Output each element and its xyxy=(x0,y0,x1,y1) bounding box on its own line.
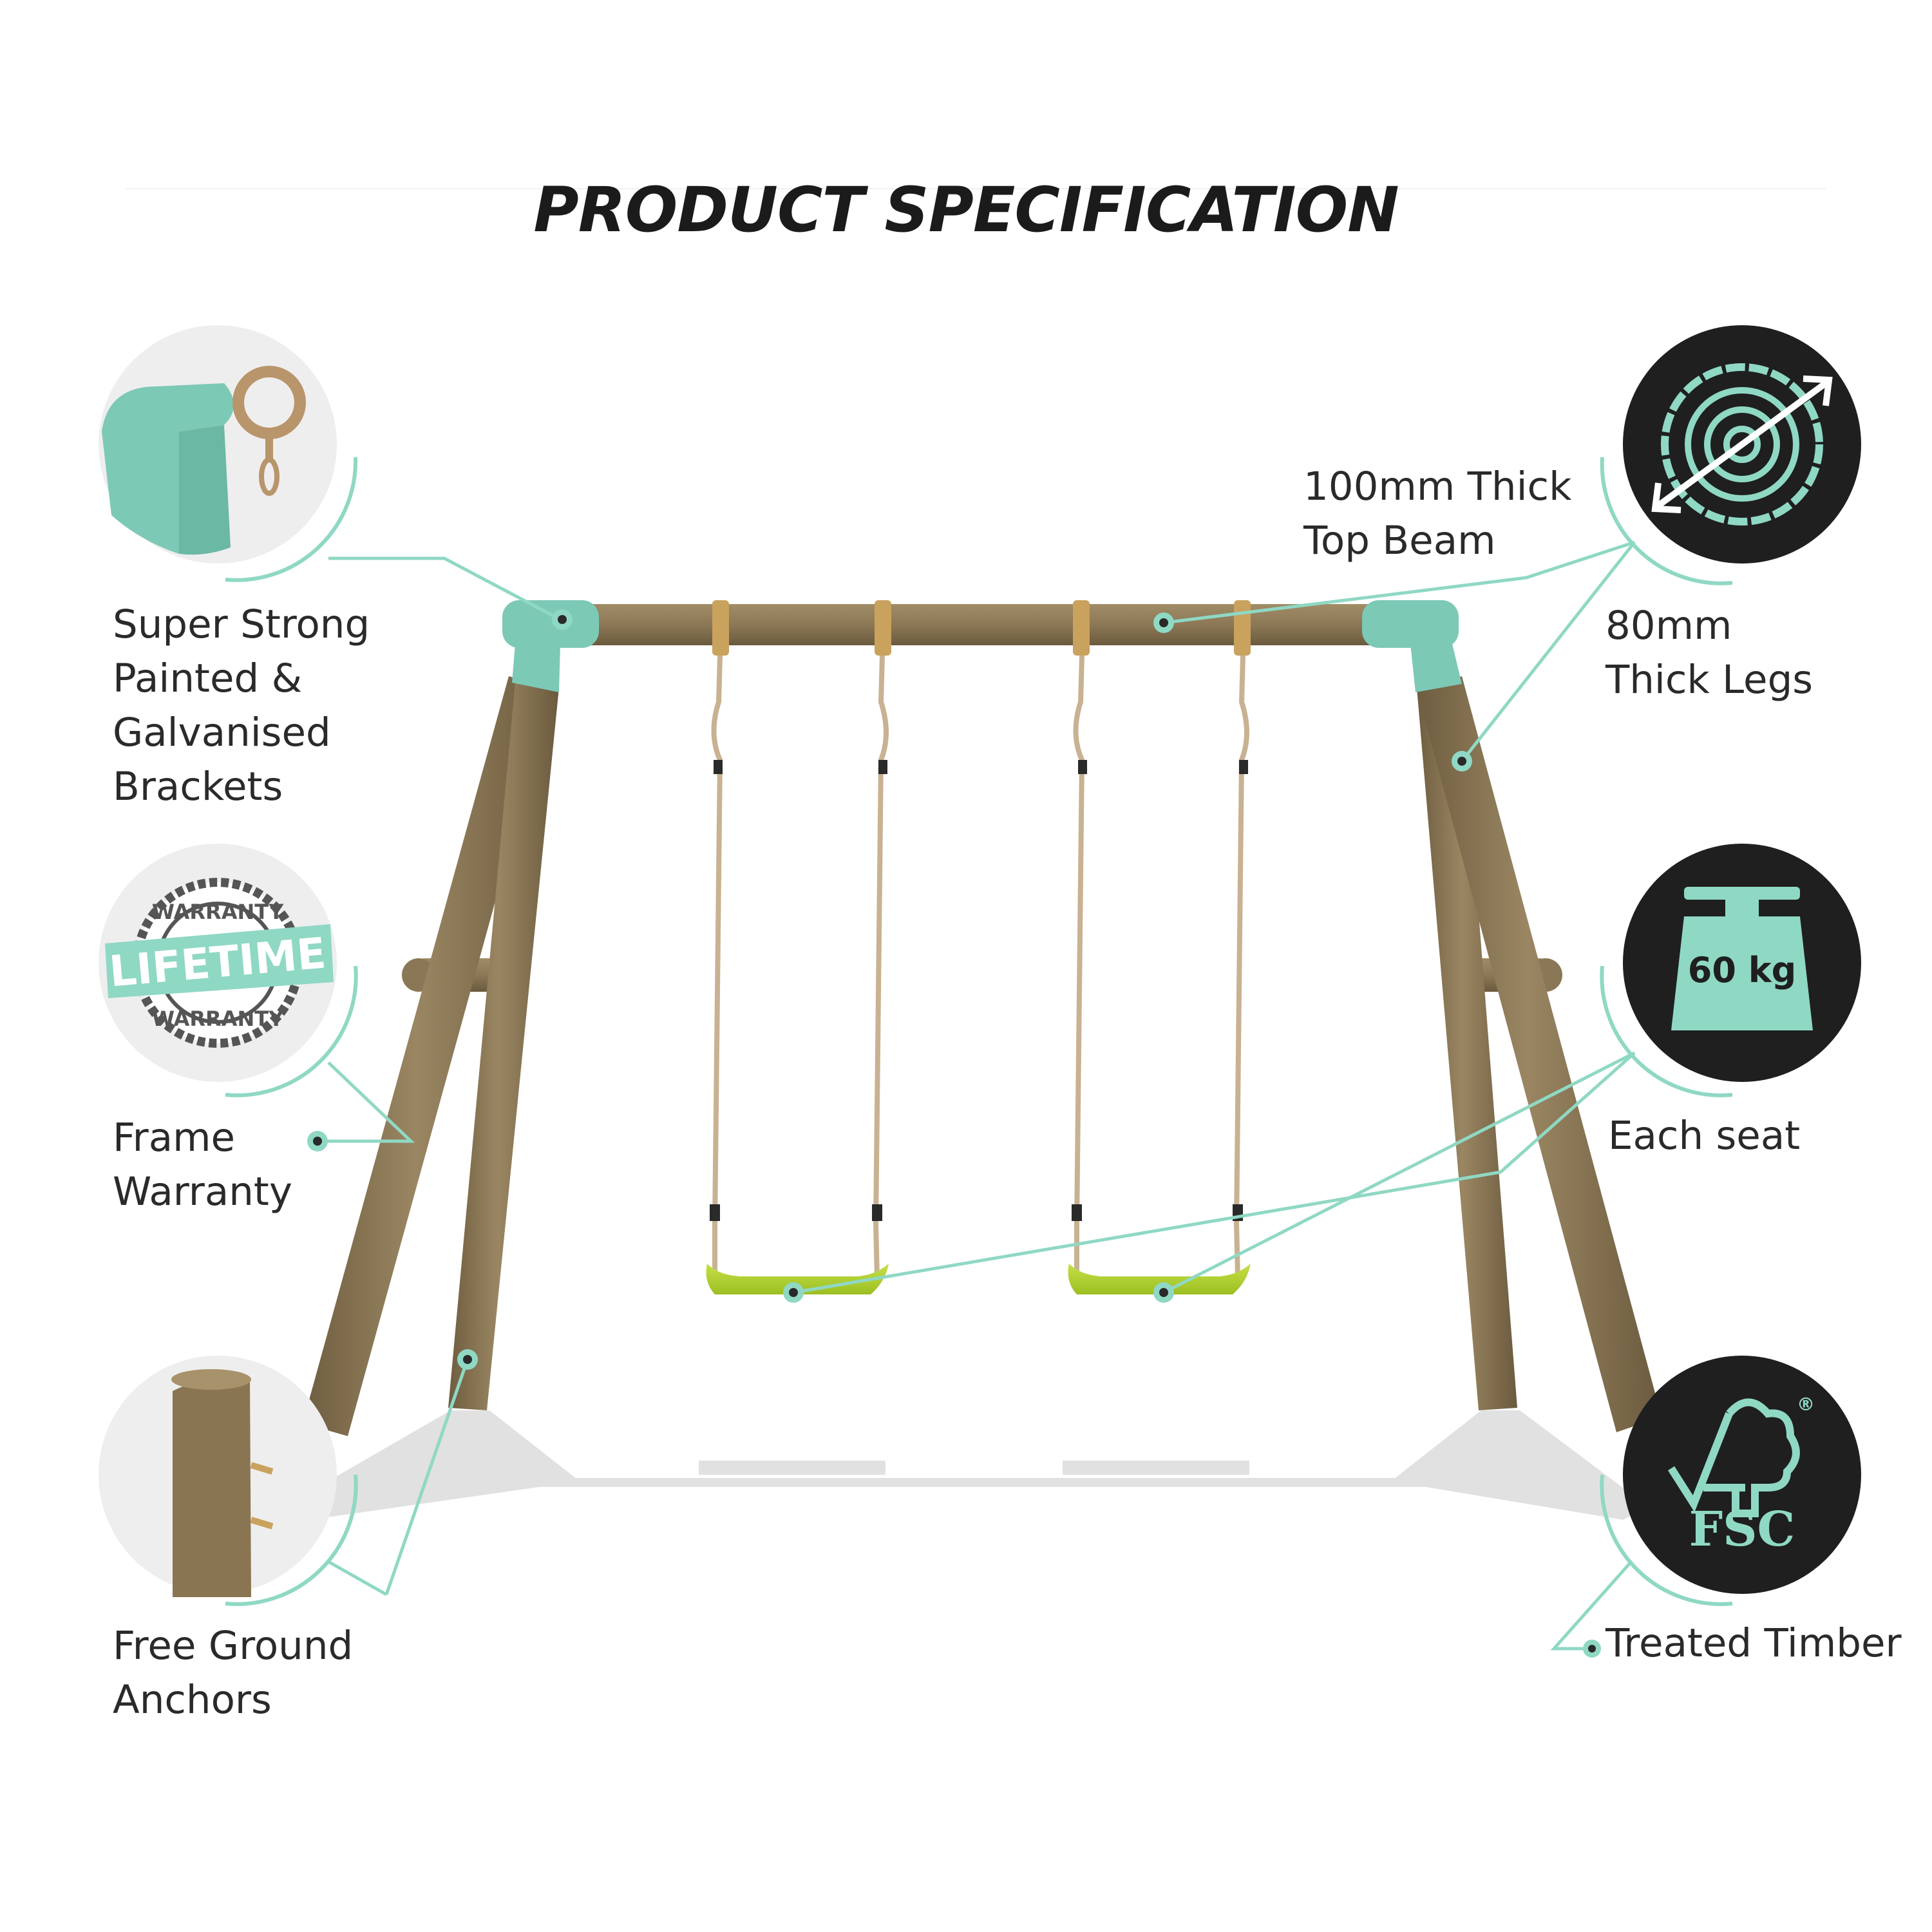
leg-outer-right xyxy=(1417,676,1662,1432)
callout-brackets: Super Strong Painted & Galvanised Bracke… xyxy=(113,598,370,814)
bracket-right xyxy=(1362,600,1462,692)
callout-seat: Each seat xyxy=(1608,1109,1800,1163)
callout-anchors-line: Anchors xyxy=(113,1677,272,1723)
callout-timber-line: Treated Timber xyxy=(1605,1620,1902,1666)
callout-seat-line: Each seat xyxy=(1608,1113,1801,1159)
callout-warranty: Frame Warranty xyxy=(113,1111,292,1219)
anchor-badge xyxy=(99,1356,337,1597)
rope-adjusters xyxy=(710,760,1248,1221)
ground-shadow xyxy=(283,1410,1649,1520)
weight-badge: 60 kg xyxy=(1623,844,1861,1082)
callout-legs-line: 80mm xyxy=(1605,603,1732,649)
fsc-badge: ® FSC xyxy=(1623,1356,1861,1594)
log-rings-icon xyxy=(1651,363,1833,526)
leg-outer-left xyxy=(303,676,554,1436)
page-title: PRODUCT SPECIFICATION xyxy=(533,174,1399,246)
callout-legs-line: Thick Legs xyxy=(1605,657,1814,703)
callout-warranty-line: Frame xyxy=(113,1115,236,1160)
warranty-bottom-text: WARRANTY xyxy=(152,1007,284,1031)
callout-beam-line: 100mm Thick xyxy=(1303,464,1572,509)
leg-inner-left xyxy=(448,683,559,1410)
callout-legs: 80mm Thick Legs xyxy=(1605,599,1813,707)
callout-warranty-line: Warranty xyxy=(113,1169,292,1215)
weight-value: 60 kg xyxy=(1688,950,1797,990)
callout-brackets-line: Painted & xyxy=(113,656,303,701)
fsc-tree-icon xyxy=(1667,1398,1800,1517)
warranty-top-text: WARRANTY xyxy=(152,900,284,924)
callout-beam: 100mm Thick Top Beam xyxy=(1303,460,1571,568)
fsc-mark: ® xyxy=(1797,1394,1815,1415)
bracket-badge xyxy=(99,325,337,564)
callout-beam-line: Top Beam xyxy=(1303,518,1496,564)
swing-seat-right xyxy=(1068,1264,1251,1294)
callout-anchors-line: Free Ground xyxy=(113,1623,354,1669)
bracket-icon xyxy=(102,366,306,555)
weight-icon: 60 kg xyxy=(1671,887,1813,1030)
callout-anchors: Free Ground Anchors xyxy=(113,1619,353,1727)
callout-leader-lines xyxy=(321,540,1636,1651)
badge-accent-arcs xyxy=(225,457,1733,1606)
fsc-text: FSC xyxy=(1689,1502,1795,1557)
log-badge xyxy=(1623,325,1861,564)
callout-brackets-line: Super Strong xyxy=(113,601,370,647)
callout-brackets-line: Brackets xyxy=(113,764,283,810)
callout-brackets-line: Galvanised xyxy=(113,710,331,755)
ground-anchor-icon xyxy=(171,1369,274,1597)
callout-dots xyxy=(307,609,1601,1658)
bracket-left xyxy=(502,600,599,692)
warranty-seal-icon: WARRANTY LIFETIME WARRANTY xyxy=(105,878,334,1048)
header-divider xyxy=(126,188,1826,189)
callout-timber: Treated Timber xyxy=(1605,1616,1902,1671)
swing-seat-left xyxy=(706,1264,889,1294)
swing-ropes xyxy=(711,655,1249,1279)
leg-inner-right xyxy=(1417,683,1517,1410)
warranty-badge: WARRANTY LIFETIME WARRANTY xyxy=(99,844,337,1082)
